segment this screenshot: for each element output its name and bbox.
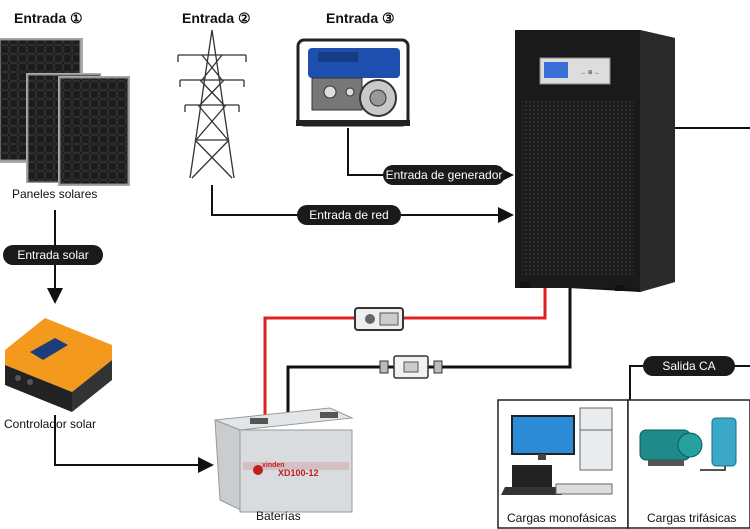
wire-battery-negative bbox=[286, 282, 572, 418]
breaker-positive-icon bbox=[354, 307, 404, 331]
input-3-title: Entrada ③ bbox=[326, 10, 395, 27]
caption-solar-controller: Controlador solar bbox=[4, 417, 97, 431]
three-phase-loads bbox=[627, 399, 750, 529]
input-2-title: Entrada ② bbox=[182, 10, 251, 27]
pill-solar-input: Entrada solar bbox=[3, 245, 103, 265]
caption-batteries: Baterías bbox=[256, 509, 301, 523]
battery-icon bbox=[214, 407, 354, 513]
battery-model: XD100-12 bbox=[278, 468, 319, 478]
svg-text:→ ⊕ ←: → ⊕ ← bbox=[580, 70, 600, 76]
fuse-negative-icon bbox=[379, 355, 443, 379]
hybrid-inverter: → ⊕ ← bbox=[515, 30, 675, 292]
wire-battery-positive bbox=[263, 282, 547, 418]
input-1-number: ① bbox=[70, 10, 83, 26]
pill-ac-output: Salida CA bbox=[643, 356, 735, 376]
pill-generator-input: Entrada de generador bbox=[383, 165, 505, 185]
input-1-label: Entrada bbox=[14, 10, 67, 26]
input-1-title: Entrada ① bbox=[14, 10, 83, 27]
caption-single-phase: Cargas monofásicas bbox=[507, 511, 617, 525]
input-3-number: ③ bbox=[382, 10, 395, 26]
solar-controller-icon bbox=[5, 318, 112, 412]
input-2-number: ② bbox=[238, 10, 251, 26]
single-phase-loads bbox=[497, 399, 629, 529]
caption-solar-panels: Paneles solares bbox=[12, 187, 98, 201]
caption-three-phase: Cargas trifásicas bbox=[647, 511, 737, 525]
battery-brand: xinden bbox=[262, 462, 285, 469]
input-2-label: Entrada bbox=[182, 10, 235, 26]
generator-icon bbox=[296, 38, 410, 127]
input-3-label: Entrada bbox=[326, 10, 379, 26]
wires bbox=[47, 127, 750, 473]
transmission-tower-icon bbox=[177, 29, 247, 179]
solar-panels bbox=[0, 38, 130, 186]
pill-grid-input: Entrada de red bbox=[297, 205, 401, 225]
wire-grid-inverter bbox=[211, 185, 514, 223]
wire-controller-battery bbox=[54, 415, 214, 473]
